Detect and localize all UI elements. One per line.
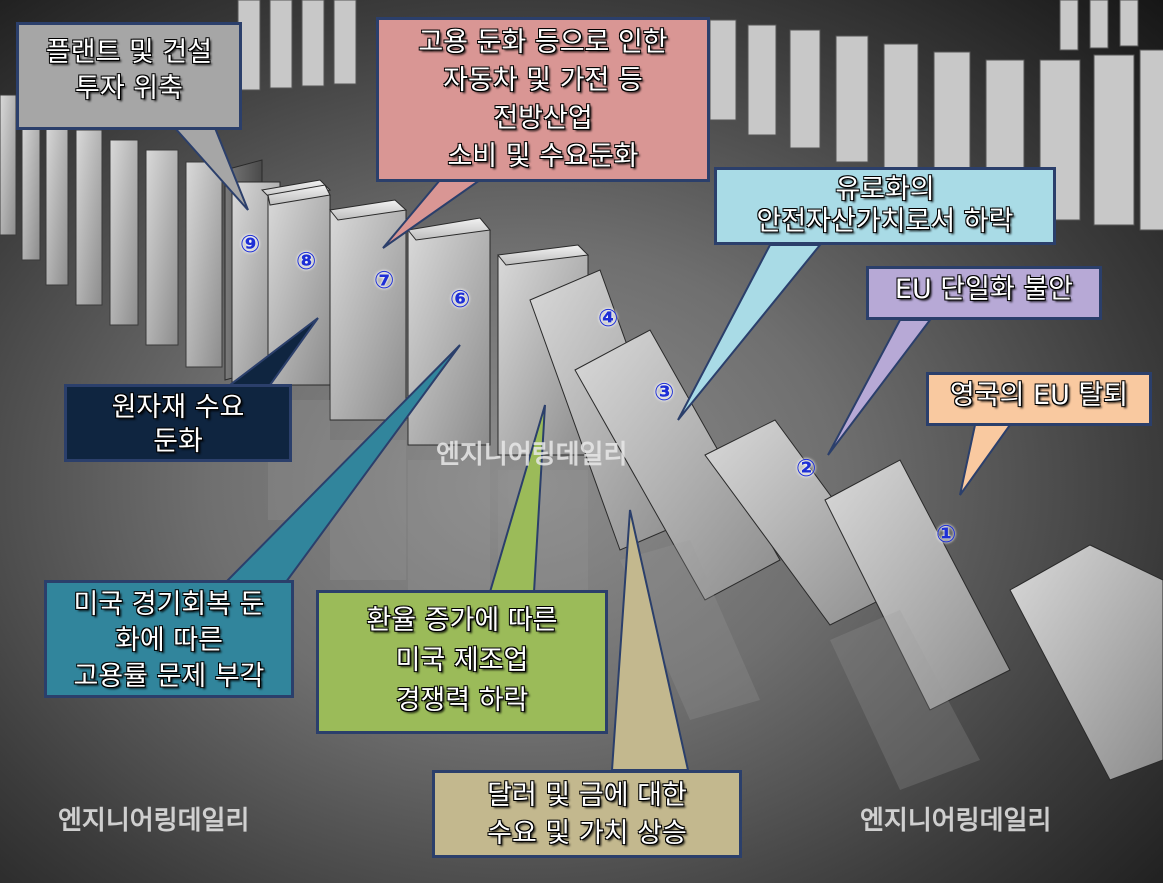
callout-line: 고용률 문제 부각 (73, 661, 265, 692)
callout-raw-material-demand: 원자재 수요 둔화 (64, 384, 292, 462)
callout-exchange-rate-manufacturing: 환율 증가에 따른 미국 제조업 경쟁력 하락 (316, 590, 608, 734)
callout-line: 미국 경기회복 둔 (73, 589, 265, 620)
callout-line: 둔화 (153, 426, 203, 457)
callout-line: 화에 따른 (115, 625, 223, 656)
callout-line: 투자 위축 (75, 73, 183, 104)
callout-line: EU 단일화 불안 (894, 274, 1074, 305)
callout-line: 경쟁력 하락 (395, 685, 529, 716)
callout-line: 환율 증가에 따른 (366, 605, 558, 636)
domino-number-1: ① (936, 520, 957, 548)
callout-line: 달러 및 금에 대한 (487, 780, 687, 811)
callout-line: 소비 및 수요둔화 (447, 141, 639, 172)
domino-number-9: ⑨ (240, 230, 261, 258)
callout-line: 미국 제조업 (395, 645, 529, 676)
domino-number-7: ⑦ (374, 266, 395, 294)
watermark-center: 엔지니어링데일리 (436, 440, 628, 470)
callout-line: 안전자산가치로서 하락 (756, 206, 1014, 237)
callout-line: 플랜트 및 건설 (45, 37, 213, 68)
callout-dollar-gold-demand: 달러 및 금에 대한 수요 및 가치 상승 (432, 770, 742, 858)
callout-line: 유로화의 (835, 174, 935, 205)
callout-line: 고용 둔화 등으로 인한 (418, 27, 668, 58)
domino-number-4: ④ (598, 304, 619, 332)
callout-line: 전방산업 (493, 103, 593, 134)
callout-consumer-demand-slowdown: 고용 둔화 등으로 인한 자동차 및 가전 등 전방산업 소비 및 수요둔화 (376, 17, 710, 182)
standing-dominoes (224, 159, 590, 456)
left-domino-curve (0, 94, 223, 368)
floor-reflections (268, 400, 980, 790)
callout-plant-construction-investment: 플랜트 및 건설 투자 위축 (16, 22, 242, 130)
domino-number-3: ③ (654, 378, 675, 406)
domino-number-6: ⑥ (450, 285, 471, 313)
callout-us-recovery-employment: 미국 경기회복 둔 화에 따른 고용률 문제 부각 (44, 580, 294, 698)
watermark-bottom-right: 엔지니어링데일리 (860, 806, 1052, 836)
falling-dominoes (529, 269, 1163, 781)
callout-line: 원자재 수요 (111, 392, 245, 423)
callout-euro-value-drop: 유로화의 안전자산가치로서 하락 (714, 167, 1056, 245)
callout-line: 영국의 EU 탈퇴 (949, 380, 1129, 411)
domino-number-2: ② (796, 454, 817, 482)
callout-uk-eu-exit: 영국의 EU 탈퇴 (926, 372, 1152, 426)
domino-number-8: ⑧ (296, 247, 317, 275)
watermark-bottom-left: 엔지니어링데일리 (58, 806, 250, 836)
callout-line: 수요 및 가치 상승 (487, 818, 687, 849)
callout-eu-unification-anxiety: EU 단일화 불안 (866, 266, 1102, 320)
far-domino-row (237, 0, 1163, 231)
callout-pointers (172, 127, 1012, 771)
callout-line: 자동차 및 가전 등 (443, 65, 643, 96)
